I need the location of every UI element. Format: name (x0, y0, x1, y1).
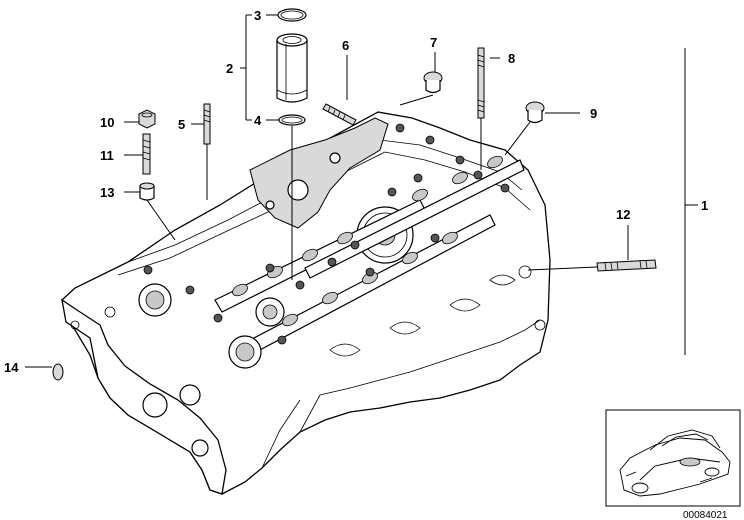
callout-8: 8 (508, 51, 515, 66)
part-2-sleeve (276, 33, 308, 103)
document-number: 00084021 (683, 510, 728, 520)
callout-5: 5 (178, 117, 185, 132)
callout-11: 11 (100, 148, 114, 163)
callout-14: 14 (4, 360, 19, 375)
callout-1: 1 (701, 198, 708, 213)
part-6-stud (322, 103, 357, 126)
part-13-sleeve (139, 182, 155, 201)
part-11-bolt (142, 133, 151, 175)
part-12-stud (596, 259, 657, 272)
callout-4: 4 (254, 113, 262, 128)
cylinder-head-assembly (61, 111, 551, 495)
callout-2: 2 (226, 61, 233, 76)
vehicle-thumbnail (605, 409, 741, 507)
callout-12: 12 (616, 207, 630, 222)
part-14-plug (52, 363, 64, 381)
part-9-plug (525, 101, 545, 124)
callout-labels: 1 2 3 4 5 6 7 8 9 10 11 12 13 14 (4, 8, 708, 375)
camshafts (214, 155, 525, 353)
part-4-o-ring (278, 114, 306, 126)
part-3-o-ring (277, 8, 307, 22)
part-7-plug (423, 71, 443, 94)
part-5-stud (203, 103, 211, 145)
callout-7: 7 (430, 35, 437, 50)
callout-13: 13 (100, 185, 114, 200)
head-bolts (143, 123, 510, 345)
callout-6: 6 (342, 38, 349, 53)
car-outline-icon (619, 429, 731, 497)
callout-10: 10 (100, 115, 114, 130)
callout-3: 3 (254, 8, 261, 23)
callout-9: 9 (590, 106, 597, 121)
part-8-stud (477, 47, 485, 119)
front-seals (138, 283, 285, 457)
part-10-nut (138, 109, 156, 129)
leader-lines (25, 14, 698, 368)
